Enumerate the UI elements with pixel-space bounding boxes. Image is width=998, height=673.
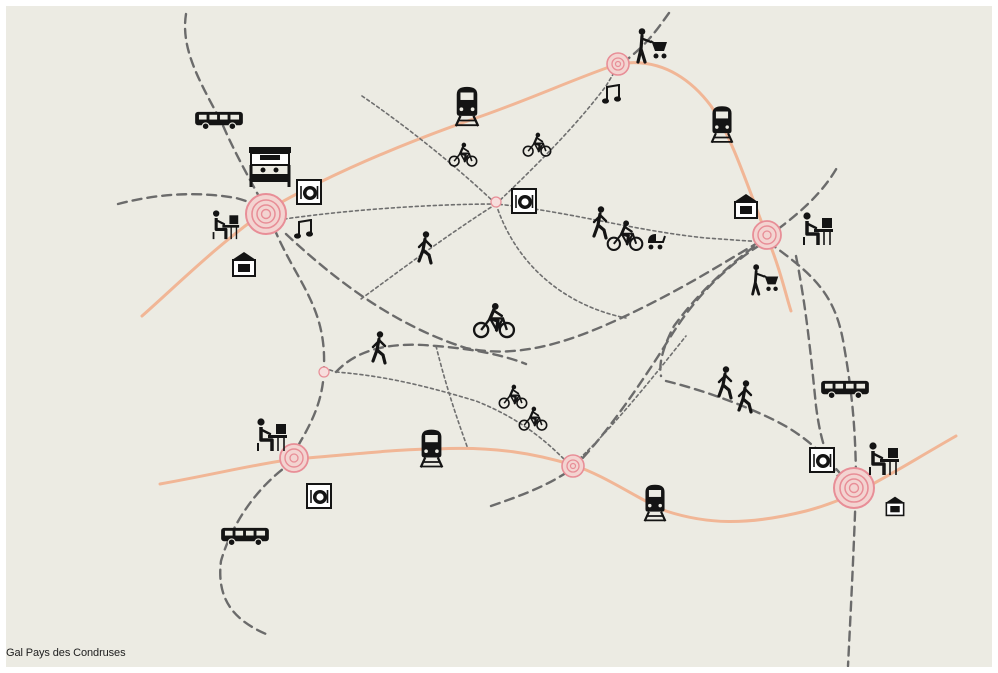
footpath-network — [277, 65, 767, 472]
bicycle-icon — [606, 220, 644, 252]
node-center — [490, 196, 502, 208]
node-west — [318, 366, 330, 378]
train-icon — [454, 85, 480, 128]
restaurant-icon — [306, 483, 332, 509]
pedestrian-icon — [592, 206, 608, 240]
market-stall-icon — [884, 495, 906, 517]
pedestrian-icon — [717, 366, 733, 400]
hub-south-center — [561, 454, 585, 478]
telework-icon — [801, 212, 834, 246]
bicycle-icon — [518, 406, 548, 432]
pedestrian-icon — [417, 231, 433, 265]
network-diagram — [6, 6, 992, 667]
music-note-icon — [294, 219, 314, 240]
hub-north — [606, 52, 630, 76]
bus-icon — [220, 527, 270, 547]
market-stall-icon — [231, 251, 257, 277]
road-network — [116, 11, 858, 667]
train-icon — [643, 483, 667, 523]
hubs — [245, 52, 875, 509]
telework-icon — [255, 418, 288, 452]
bus-icon — [820, 380, 870, 400]
hub-east — [752, 220, 782, 250]
restaurant-icon — [296, 179, 322, 205]
kiosk-icon — [248, 146, 292, 188]
shopping-cart-icon — [751, 264, 780, 296]
train-icon — [419, 428, 444, 469]
bicycle-icon — [522, 132, 552, 158]
stroller-icon — [647, 233, 666, 250]
bus-icon — [194, 111, 244, 131]
restaurant-icon — [511, 188, 537, 214]
hub-southeast — [833, 467, 875, 509]
bicycle-icon — [472, 303, 516, 339]
shopping-cart-icon — [636, 28, 669, 64]
restaurant-icon — [809, 447, 835, 473]
bicycle-icon — [448, 142, 478, 168]
market-stall-icon — [733, 193, 759, 219]
train-icon — [710, 105, 734, 144]
bicycle-icon — [498, 384, 528, 410]
image-credit: Gal Pays des Condruses — [6, 647, 126, 659]
hub-west — [245, 193, 287, 235]
mobility-map — [116, 11, 958, 667]
